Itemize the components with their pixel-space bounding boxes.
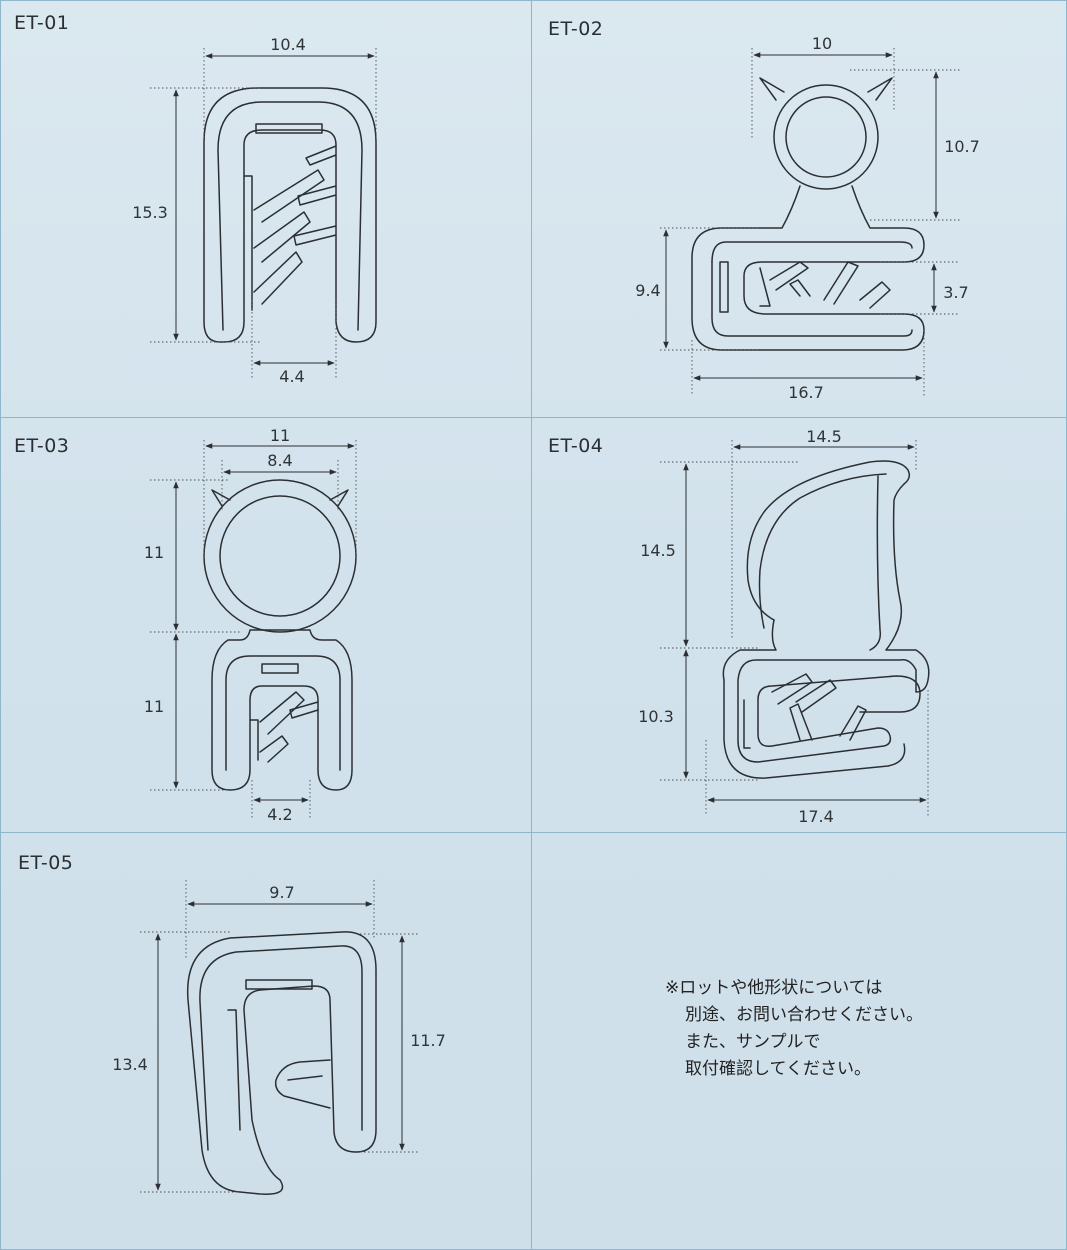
et04-dim-lip-height: 14.5: [640, 541, 676, 560]
et05-dim-inner-height: 11.7: [410, 1031, 446, 1050]
et02-code: ET-02: [548, 18, 604, 40]
et05-profile: [186, 931, 377, 1195]
et02-profile: [691, 77, 925, 351]
note-line: また、サンプルで: [685, 1032, 821, 1052]
et04-profile: [722, 460, 930, 779]
et02-dim-bulb-height: 10.7: [944, 137, 980, 156]
et03-dim-gap: 4.2: [267, 805, 292, 824]
et03-dim-inner-width: 8.4: [267, 451, 292, 470]
et02-dim-gap: 3.7: [943, 283, 968, 302]
et03-dim-clip-height: 11: [144, 697, 164, 716]
note-line: ※ロットや他形状については: [665, 978, 883, 998]
et02-dim-total-width: 16.7: [788, 383, 824, 402]
et02-dim-clip-height: 9.4: [635, 281, 660, 300]
et05-code: ET-05: [18, 852, 74, 874]
et05-dim-top-width: 9.7: [269, 883, 294, 902]
et04-dim-clip-height: 10.3: [638, 707, 674, 726]
note-line: 別途、お問い合わせください。: [685, 1005, 923, 1025]
et03-dim-bulb-height: 11: [144, 543, 164, 562]
et03-code: ET-03: [14, 435, 70, 457]
et05-dim-height: 13.4: [112, 1055, 148, 1074]
et01-dim-top-width: 10.4: [270, 35, 306, 54]
et01-profile: [203, 87, 377, 343]
et03-dim-outer-width: 11: [270, 426, 290, 445]
et01-code: ET-01: [14, 12, 70, 34]
contact-note: ※ロットや他形状については 別途、お問い合わせください。 また、サンプルで 取付…: [665, 975, 923, 1083]
et04-dim-top-width: 14.5: [806, 427, 842, 446]
et04-code: ET-04: [548, 435, 604, 457]
et01-dim-height: 15.3: [132, 203, 168, 222]
note-line: 取付確認してください。: [685, 1059, 871, 1079]
et04-dim-total-width: 17.4: [798, 807, 834, 826]
et01-dim-gap: 4.4: [279, 367, 304, 386]
et02-dim-bulb-width: 10: [812, 34, 832, 53]
et03-profile: [203, 479, 357, 791]
